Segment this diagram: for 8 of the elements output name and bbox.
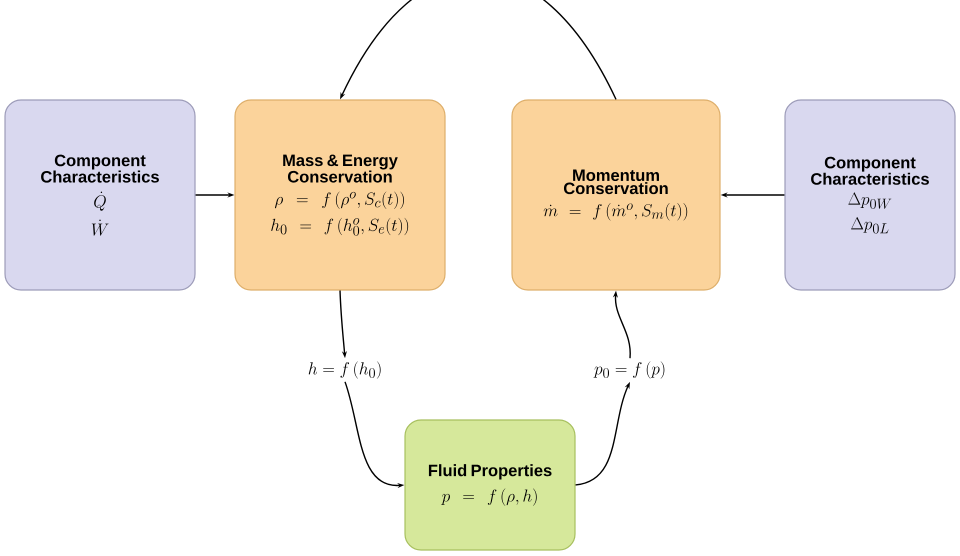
arrow [340, 0, 617, 100]
process-box: Mass & Energy Conservation $\rho = f\left(\rho^{o}, S_c(t)\right)$ $h_0 = f\left(h_0^{o}, S_e(t)\right)$ [234, 99, 446, 291]
formula-label: $h = f\left(h_0\right)$ [308, 361, 381, 379]
formula-label: $p_0 = f\left(p\right)$ [594, 361, 664, 379]
input-box: Component Characteristics $\Delta p_{0W}$ $\Delta p_{0L}$ [784, 99, 956, 291]
process-box: Fluid Properties $p = f\left(\rho, h\right)$ [404, 419, 576, 551]
process-box: Momentum Conservation $\dot{m} = f\left(\dot{m}^{o}, S_m(t)\right)$ [511, 99, 721, 291]
input-box: Component Characteristics $\dot{Q}$ $\dot{W}$ [4, 99, 196, 291]
